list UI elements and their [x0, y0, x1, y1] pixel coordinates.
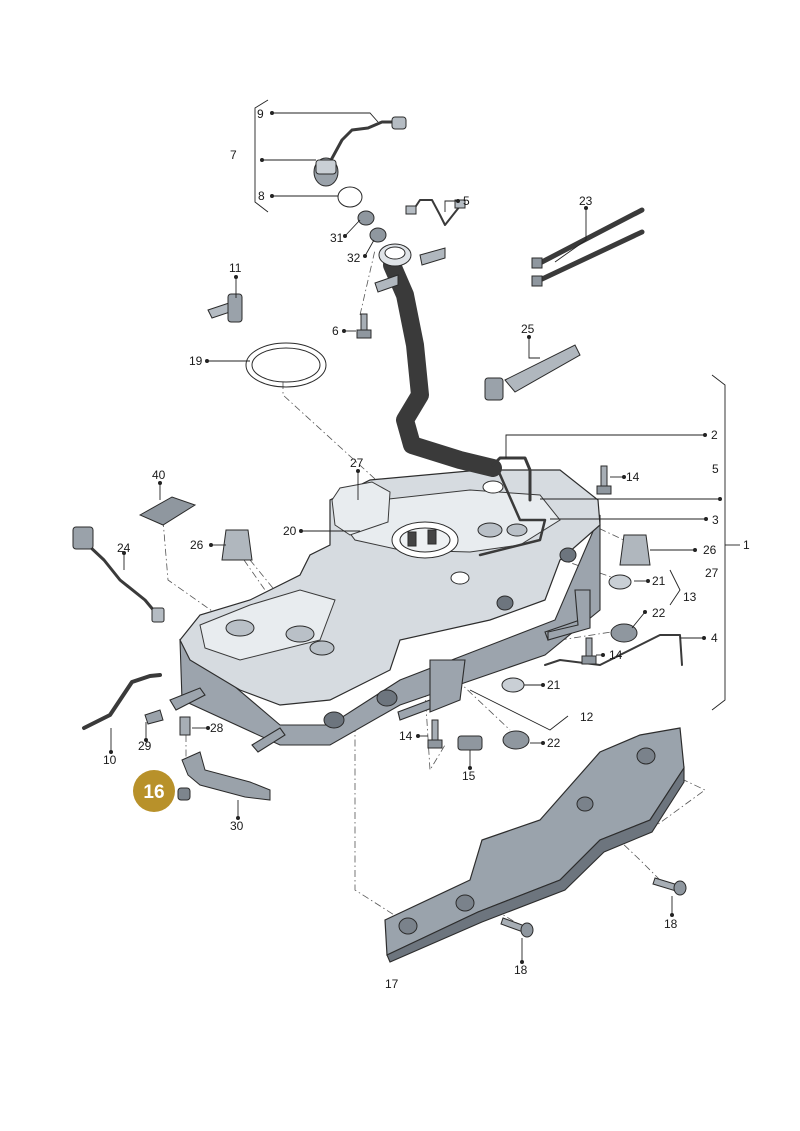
callout-3: 3 [712, 513, 719, 527]
highlight-badge [133, 770, 175, 812]
callout-21-right: 21 [652, 574, 666, 588]
bolts-14 [427, 465, 612, 749]
cable-ties [531, 207, 645, 287]
callout-26-right: 26 [703, 543, 717, 557]
highlight-badge-label: 16 [143, 782, 164, 803]
callout-10: 10 [103, 753, 117, 767]
callout-15: 15 [462, 769, 476, 783]
fuel-line [544, 634, 683, 666]
sensor-wire [405, 199, 466, 226]
bolts-18 [500, 877, 687, 938]
callout-23: 23 [579, 194, 593, 208]
hose [82, 673, 162, 730]
callout-14-low: 14 [399, 729, 413, 743]
lower-small-parts [144, 709, 271, 801]
leader-lines [110, 99, 740, 962]
callout-12: 12 [580, 710, 594, 724]
callout-9: 9 [257, 107, 264, 121]
lock-ring [245, 342, 327, 388]
filler-cap-assembly [313, 116, 407, 243]
callout-18-right: 18 [664, 917, 678, 931]
callout-32: 32 [347, 251, 361, 265]
leader-dots [109, 111, 722, 964]
pad [138, 496, 197, 526]
clip-15 [457, 735, 483, 751]
callout-17: 17 [385, 977, 399, 991]
heat-shield [384, 727, 685, 963]
callout-30: 30 [230, 819, 244, 833]
callout-22-mid: 22 [547, 736, 561, 750]
callout-25: 25 [521, 322, 535, 336]
callout-14-mid: 14 [609, 648, 623, 662]
callout-40: 40 [152, 468, 166, 482]
callout-31: 31 [330, 231, 344, 245]
callout-5-right: 5 [712, 462, 719, 476]
callout-labels: 9 7 8 31 32 5 6 11 19 23 25 27 20 26 40 … [103, 107, 750, 991]
grommets [501, 574, 638, 750]
hose-bracket [484, 344, 581, 401]
callout-14-top: 14 [626, 470, 640, 484]
fuel-tank [169, 469, 601, 753]
callout-4: 4 [711, 631, 718, 645]
rubber-bumpers [221, 529, 651, 566]
bolt-6 [356, 313, 372, 339]
callout-27-right: 27 [705, 566, 719, 580]
callout-2: 2 [711, 428, 718, 442]
callout-8: 8 [258, 189, 265, 203]
callout-28: 28 [210, 721, 224, 735]
callout-26-left: 26 [190, 538, 204, 552]
harness [72, 526, 165, 623]
callout-6: 6 [332, 324, 339, 338]
callout-19: 19 [189, 354, 203, 368]
callout-22-right: 22 [652, 606, 666, 620]
callout-24: 24 [117, 541, 131, 555]
callout-20: 20 [283, 524, 297, 538]
highlighted-part-16[interactable]: 16 [133, 770, 191, 812]
callout-7: 7 [230, 148, 237, 162]
callout-29: 29 [138, 739, 152, 753]
filler-neck [374, 243, 547, 557]
vent-connector [207, 293, 243, 323]
callout-27-top: 27 [350, 456, 364, 470]
callout-18-left: 18 [514, 963, 528, 977]
callout-11: 11 [229, 261, 242, 275]
callout-21-mid: 21 [547, 678, 561, 692]
callout-1: 1 [743, 538, 750, 552]
callout-5-top: 5 [463, 194, 470, 208]
callout-13: 13 [683, 590, 697, 604]
